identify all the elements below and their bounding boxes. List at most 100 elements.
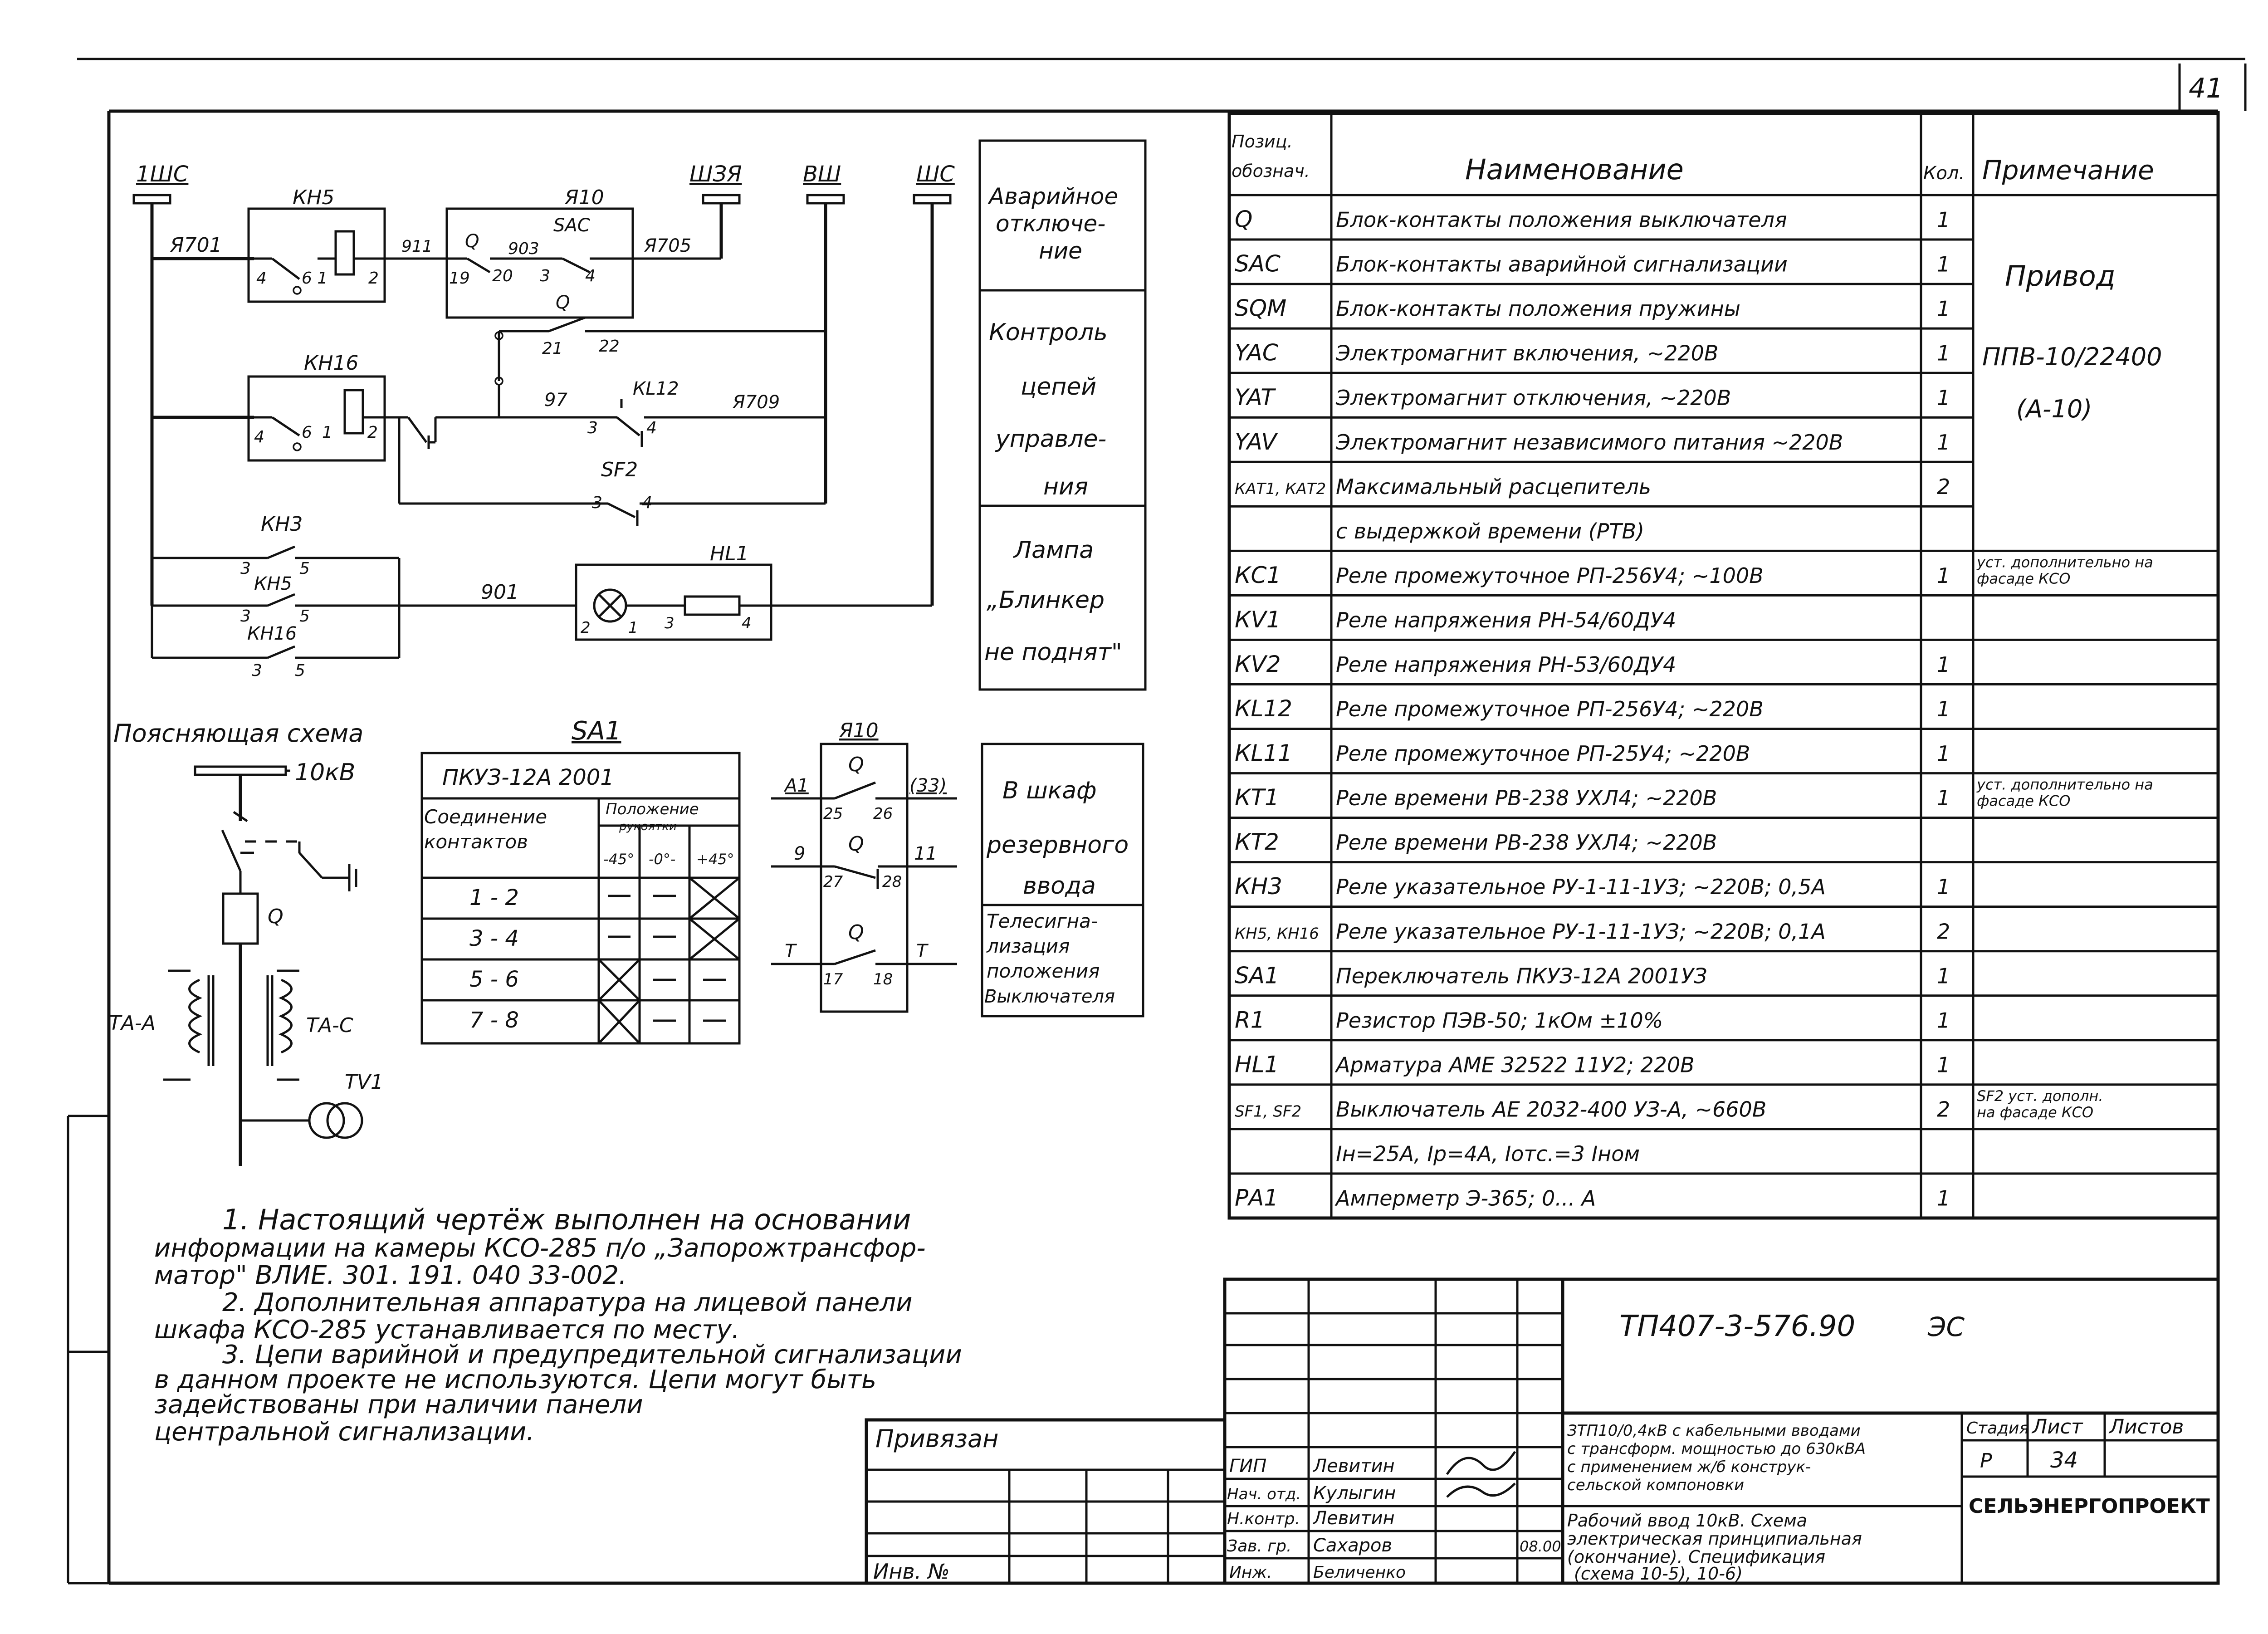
svg-text:КН5: КН5 (254, 573, 292, 594)
svg-text:резервного: резервного (986, 832, 1129, 859)
spec-row-note: на фасаде КСО (1977, 1104, 2093, 1121)
spec-row-qty: 1 (1937, 208, 1950, 232)
svg-text:Q: Q (465, 231, 479, 252)
svg-text:1. Настоящий чертёж выполнен н: 1. Настоящий чертёж выполнен на основани… (222, 1203, 911, 1236)
svg-text:не поднят": не поднят" (984, 639, 1122, 666)
svg-text:КL12: КL12 (633, 378, 679, 399)
svg-text:Т: Т (785, 941, 797, 962)
lamp-hl1-box (575, 563, 772, 641)
svg-text:в данном проекте не используют: в данном проекте не используются. Цепи м… (154, 1365, 876, 1394)
tv1-winding-2 (326, 1102, 363, 1139)
spec-row-position: КТ2 (1235, 829, 1279, 855)
svg-text:Рабочий ввод 10кВ. Схема: Рабочий ввод 10кВ. Схема (1567, 1511, 1807, 1531)
bus-shs (913, 194, 952, 205)
svg-text:1: 1 (628, 619, 638, 637)
svg-text:„Блинкер: „Блинкер (987, 587, 1105, 614)
spec-row-qty: 1 (1937, 741, 1950, 766)
svg-text:4: 4 (256, 269, 267, 288)
svg-text:Я10: Я10 (564, 186, 604, 209)
svg-text:А1: А1 (783, 775, 809, 796)
svg-text:Кулыгин: Кулыгин (1313, 1483, 1396, 1504)
svg-text:18: 18 (873, 970, 893, 988)
svg-text:4: 4 (254, 428, 264, 446)
svg-text:(схема 10-5), 10-6): (схема 10-5), 10-6) (1574, 1564, 1743, 1584)
spec-row-note: фасаде КСО (1977, 793, 2070, 810)
svg-text:17: 17 (823, 970, 843, 988)
svg-text:ТА-А: ТА-А (109, 1012, 156, 1035)
spec-row-name: Реле указательное РУ-1-11-1УЗ; ~220В; 0,… (1336, 875, 1826, 899)
svg-text:Листов: Листов (2108, 1415, 2184, 1438)
svg-text:5: 5 (299, 607, 310, 626)
svg-text:19: 19 (449, 269, 470, 288)
switch-a10-box (445, 207, 634, 319)
svg-text:Привязан: Привязан (875, 1424, 998, 1453)
spec-row-name: Переключатель ПКУЗ-12А 2001УЗ (1336, 964, 1707, 988)
spec-row-name: Амперметр Э-365; 0... А (1334, 1186, 1596, 1211)
tv1-winding-1 (308, 1102, 345, 1139)
svg-text:5: 5 (299, 559, 310, 578)
spec-row-note: уст. дополнительно на (1976, 553, 2153, 571)
svg-text:Q: Q (848, 753, 864, 776)
spec-row-qty: 1 (1937, 252, 1950, 277)
svg-text:Контроль: Контроль (989, 319, 1108, 346)
svg-text:ния: ния (1043, 473, 1088, 500)
svg-text:3: 3 (592, 494, 602, 512)
svg-text:Т: Т (916, 941, 929, 962)
svg-text:4: 4 (742, 614, 752, 632)
svg-text:-45°: -45° (603, 851, 634, 868)
svg-text:лизация: лизация (986, 935, 1070, 957)
svg-text:97: 97 (544, 390, 567, 411)
spec-row-note: SF2 уст. дополн. (1977, 1087, 2103, 1105)
ta-c-coil (278, 978, 293, 1054)
spec-row-position: SQM (1235, 295, 1286, 322)
spec-row-note: фасаде КСО (1977, 570, 2070, 587)
svg-text:7 - 8: 7 - 8 (469, 1008, 519, 1033)
spec-row-name: Реле времени РВ-238 УХЛ4; ~220В (1336, 786, 1717, 810)
svg-text:шкафа КСО-285 устанавливается: шкафа КСО-285 устанавливается по месту. (154, 1315, 740, 1345)
svg-text:903: 903 (508, 240, 539, 258)
specification-table: Позиц. обознач. Наименование Кол. Примеч… (1227, 112, 2220, 1220)
svg-text:рукоятки: рукоятки (619, 820, 677, 833)
spec-row-qty: 1 (1937, 786, 1950, 810)
spec-row-position: Q (1235, 206, 1252, 233)
svg-text:5 - 6: 5 - 6 (469, 967, 519, 992)
svg-text:управле-: управле- (995, 426, 1106, 453)
spec-row-name: Iн=25А, Iр=4А, Iотс.=3 Iном (1336, 1142, 1640, 1166)
svg-text:Н.контр.: Н.контр. (1227, 1510, 1300, 1528)
svg-text:Лампа: Лампа (1013, 537, 1094, 564)
spec-row-name: Максимальный расцепитель (1336, 475, 1651, 499)
svg-text:SAC: SAC (553, 215, 590, 236)
svg-text:22: 22 (599, 337, 620, 356)
spec-row-qty: 1 (1937, 875, 1950, 899)
svg-text:20: 20 (492, 267, 513, 285)
svg-text:Зав. гр.: Зав. гр. (1227, 1537, 1291, 1556)
svg-text:TV1: TV1 (345, 1071, 383, 1094)
spec-row-qty: 1 (1937, 1052, 1950, 1077)
spec-row-name: Реле указательное РУ-1-11-1УЗ; ~220В; 0,… (1336, 919, 1826, 944)
svg-text:ППВ-10/22400: ППВ-10/22400 (1982, 342, 2162, 371)
spec-row-name: Электромагнит включения, ~220В (1335, 341, 1718, 366)
spec-row-position: КL11 (1235, 740, 1292, 766)
spec-row-name: с выдержкой времени (РТВ) (1336, 519, 1644, 543)
svg-text:2. Дополнительная аппаратура н: 2. Дополнительная аппаратура на лицевой … (222, 1288, 913, 1317)
relay-kh5-box (247, 207, 386, 303)
svg-text:Q: Q (848, 832, 864, 856)
svg-text:(окончание). Спецификация: (окончание). Спецификация (1567, 1547, 1825, 1567)
svg-text:СЕЛЬЭНЕРГОПРОЕКТ: СЕЛЬЭНЕРГОПРОЕКТ (1969, 1495, 2210, 1518)
svg-text:(33): (33) (909, 775, 947, 796)
svg-text:2: 2 (581, 619, 591, 637)
spec-row-qty: 1 (1937, 652, 1950, 677)
coil-kh5 (334, 230, 355, 276)
explanatory-scheme: Поясняющая схема 10кВ Q ТА-А ТА-С (109, 719, 383, 1166)
signature-icon (1446, 1482, 1516, 1498)
svg-text:задействованы при наличии пане: задействованы при наличии панели (154, 1390, 643, 1419)
svg-text:Q: Q (268, 905, 284, 928)
svg-text:Положение: Положение (606, 800, 699, 818)
spec-row-position: SF1, SF2 (1235, 1102, 1301, 1120)
spec-row-qty: 1 (1937, 1008, 1950, 1032)
spec-row-position: КL12 (1235, 695, 1292, 722)
svg-text:Я10: Я10 (839, 719, 879, 742)
svg-text:911: 911 (401, 237, 433, 256)
spec-row-qty: 1 (1937, 964, 1950, 988)
svg-text:28: 28 (882, 873, 902, 891)
